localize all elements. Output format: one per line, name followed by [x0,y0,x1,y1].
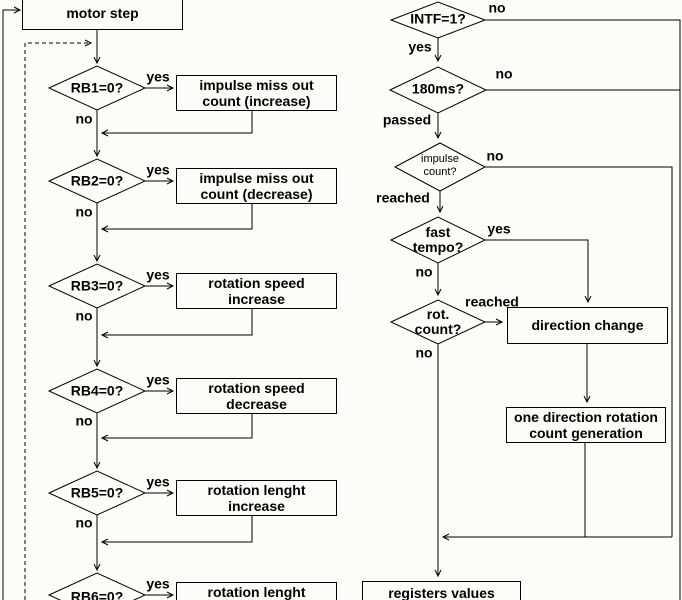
arrow-fast-yes [485,239,592,304]
ms180-no-label: no [495,65,513,82]
rot-count-label: rot. count? [414,305,462,337]
intf-label: INTF=1? [410,10,466,27]
impulse-no-label: no [486,147,504,164]
rb5-no-label: no [75,514,93,531]
impulse-count-label: impulse count? [421,152,459,178]
rb5-label: RB5=0? [70,484,124,501]
intf-diamond [389,1,487,39]
rb4-yes-label: yes [146,371,170,388]
motor-step-box: motor step [22,0,183,30]
intf-no-label: no [488,0,506,16]
fast-tempo-diamond [389,216,487,264]
action-box-1: impulse miss out count (increase) [176,75,337,111]
action-box-4: rotation speed decrease [176,378,337,414]
rb2-label: RB2=0? [70,172,124,189]
action-box-5: rotation lenght increase [176,480,337,516]
ms180-label: 180ms? [411,80,465,97]
impulse-reached-label: reached [376,189,430,206]
registers-values-box: registers values [362,581,521,600]
rb3-no-label: no [75,307,93,324]
fast-tempo-label: fast tempo? [412,223,464,255]
rb6-yes-label: yes [146,575,170,592]
rb1-label: RB1=0? [70,79,124,96]
rb2-diamond [47,158,147,204]
rb4-no-label: no [75,412,93,429]
rb1-diamond [47,65,147,111]
rb2-no-label: no [75,203,93,220]
action-box-3: rotation speed increase [176,273,337,309]
impulse-no-line [485,166,673,537]
rb3-diamond [47,263,147,309]
loop-box5-return [100,515,253,546]
rb5-diamond [47,470,147,516]
loop-box4-return [100,413,253,442]
direction-change-box: direction change [507,307,668,344]
rot-reached-label: reached [465,293,519,310]
fast-no-label: no [415,263,433,280]
dashed-return-line [24,39,93,600]
rb1-yes-label: yes [146,68,170,85]
feedback-loop-line [2,6,22,600]
rb3-label: RB3=0? [70,277,124,294]
intf-yes-label: yes [408,38,432,55]
rb6-label: RB6=0? [70,588,124,600]
one-direction-box: one direction rotation count generation [506,407,666,443]
rb6-diamond [47,572,147,600]
rot-no-label: no [415,344,433,361]
rb5-yes-label: yes [146,473,170,490]
intf-no-line [485,19,681,600]
rot-count-diamond [389,299,487,345]
action-box-6: rotation lenght [176,582,337,600]
loop-box3-return [100,308,253,339]
rb4-label: RB4=0? [70,382,124,399]
impulse-diamond [393,142,487,192]
ms180-passed-label: passed [382,111,432,128]
rb3-yes-label: yes [146,266,170,283]
loop-box2-return [100,203,253,233]
ms180-diamond [388,66,488,114]
rb1-no-label: no [75,110,93,127]
fast-yes-label: yes [487,220,511,237]
action-box-2: impulse miss out count (decrease) [176,168,337,204]
rb4-diamond [47,368,147,414]
loop-box1-return [100,110,253,137]
rb2-yes-label: yes [146,161,170,178]
